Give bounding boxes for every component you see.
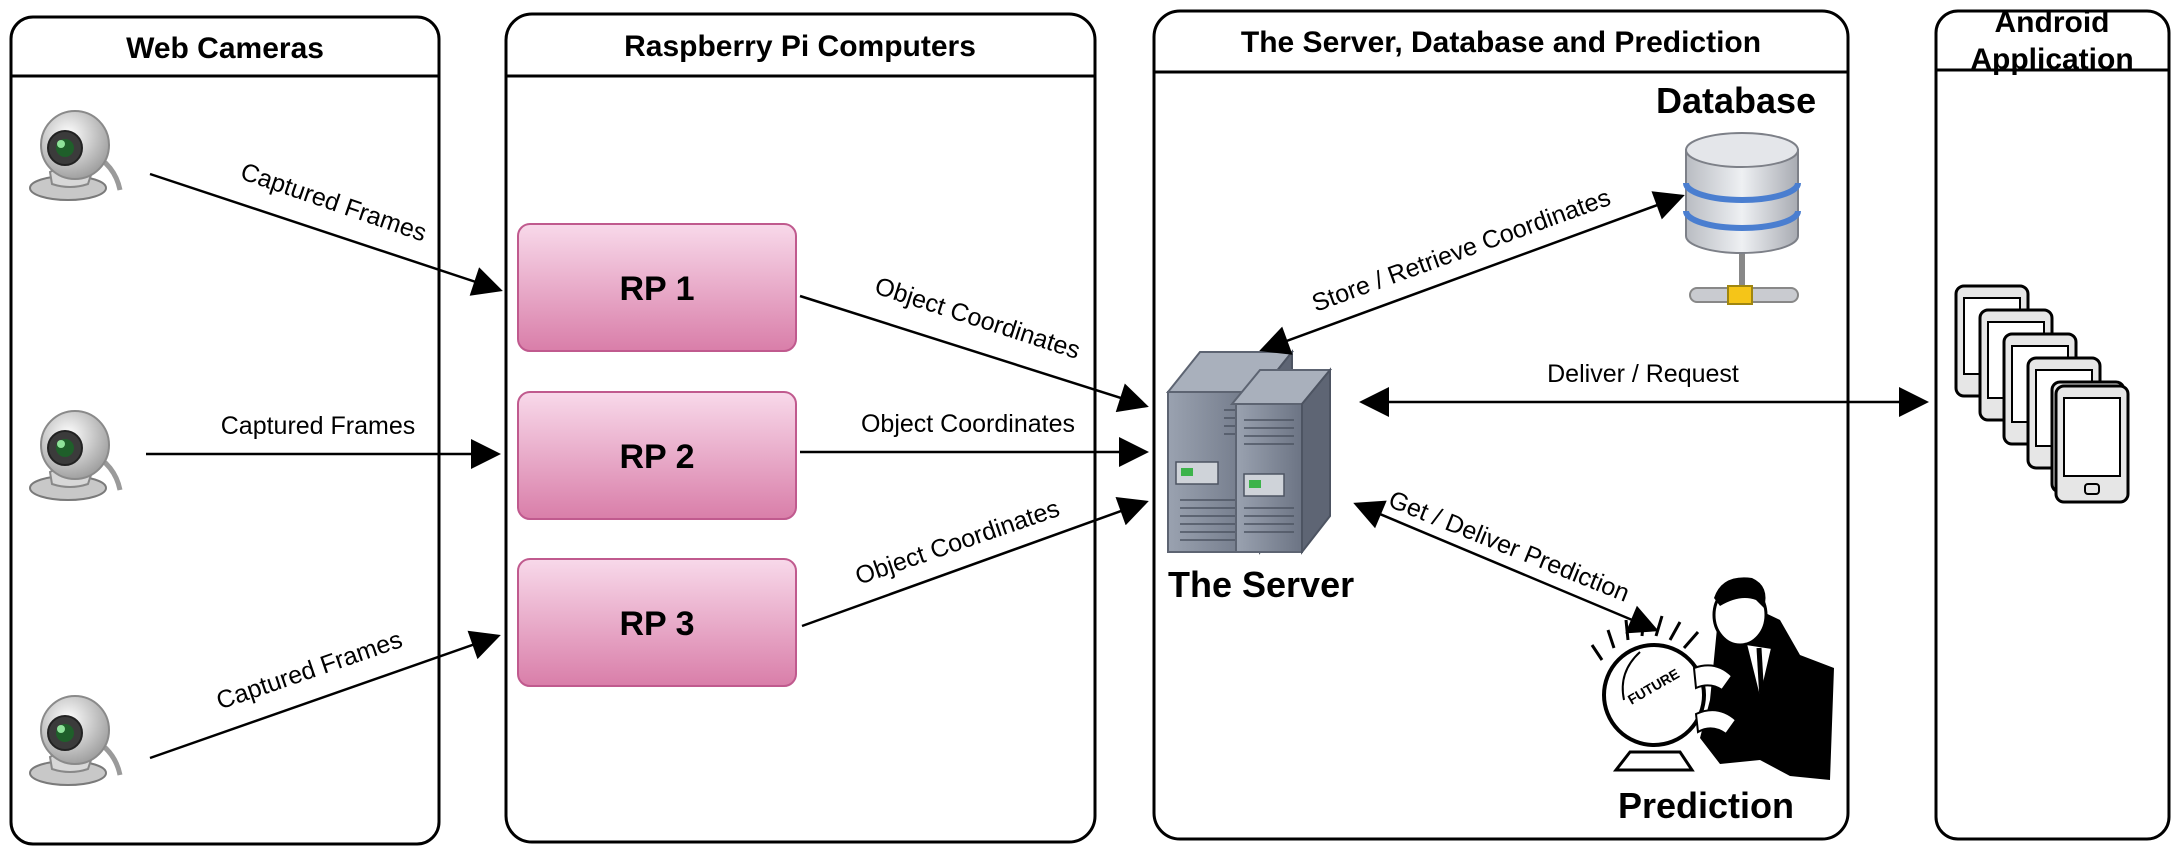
lane-title-raspberry-pi: Raspberry Pi Computers xyxy=(624,30,976,63)
database-label: Database xyxy=(1656,80,1816,121)
edge-server-prediction xyxy=(1353,500,1659,634)
prediction-label: Prediction xyxy=(1618,785,1794,826)
edge-label-rp2-server: Object Coordinates xyxy=(861,410,1075,438)
lane-title-android-line2: Application xyxy=(1970,43,2133,76)
server-icon xyxy=(1165,349,1333,555)
edge-cam1-rp1 xyxy=(149,172,503,296)
edge-cam3-rp3 xyxy=(149,630,501,760)
lane-title-web-cameras: Web Cameras xyxy=(126,32,324,65)
rp-2-label: RP 2 xyxy=(620,438,695,476)
edge-label-server-android: Deliver / Request xyxy=(1547,360,1739,388)
edge-rp1-server xyxy=(799,294,1149,413)
fortune-teller-icon: FUTURE xyxy=(1590,577,1834,780)
android-devices-icon xyxy=(1954,284,2130,504)
rp-1-label: RP 1 xyxy=(620,270,695,308)
edge-label-cam2-rp2: Captured Frames xyxy=(221,412,416,440)
edge-server-database xyxy=(1259,191,1685,355)
rp-3-label: RP 3 xyxy=(620,605,695,643)
server-label: The Server xyxy=(1168,564,1354,605)
lane-web-cameras: Web Cameras xyxy=(9,15,441,846)
edge-rp3-server xyxy=(801,497,1149,628)
rp-2-node: RP 2 xyxy=(517,391,797,520)
lane-title-android-line1: Android xyxy=(1995,6,2110,39)
database-icon xyxy=(1683,132,1801,305)
lane-title-server: The Server, Database and Prediction xyxy=(1241,26,1761,59)
rp-1-node: RP 1 xyxy=(517,223,797,352)
rp-3-node: RP 3 xyxy=(517,558,797,687)
